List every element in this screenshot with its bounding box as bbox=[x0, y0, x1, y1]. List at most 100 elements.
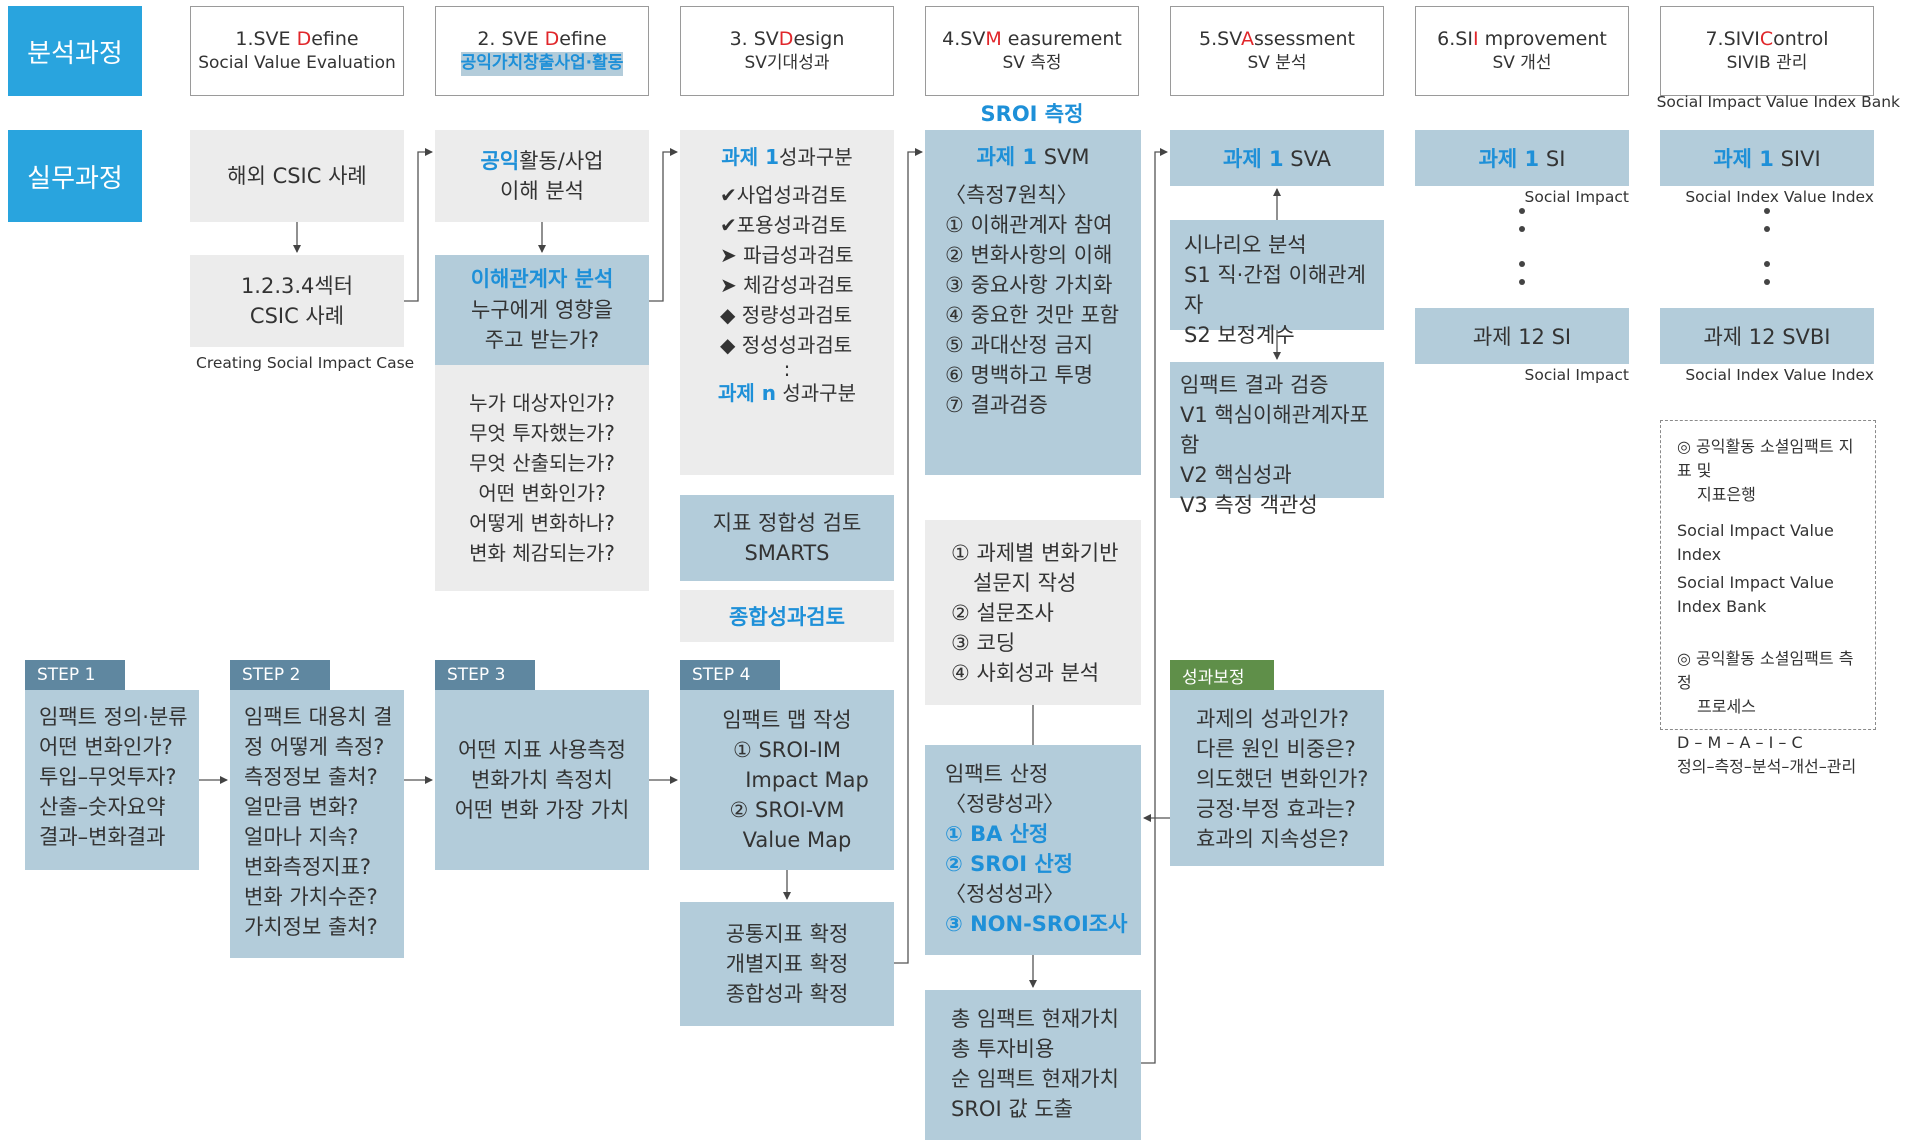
col3items-line: ➤ 파급성과검토 bbox=[720, 243, 854, 267]
col5-title-blue: 과제 1 bbox=[1223, 147, 1284, 171]
col2q-line: 변화 체감되는가? bbox=[469, 541, 615, 565]
col4p-line: 〈측정7원칙〉 bbox=[945, 183, 1078, 207]
col2-activity-blue: 공익 bbox=[480, 148, 520, 173]
header-title-post: ontrol bbox=[1773, 27, 1829, 50]
col6-top-note: Social Impact bbox=[1524, 188, 1630, 206]
col5-correction-line: 의도했던 변화인가? bbox=[1196, 767, 1369, 791]
col7-bottom-text: 과제 12 SVBI bbox=[1703, 325, 1831, 349]
header-title-post: efine bbox=[559, 27, 607, 50]
col6-top-rest: SI bbox=[1539, 147, 1566, 171]
header-title-highlight: C bbox=[1759, 27, 1774, 50]
col6-top-title: 과제 1 SI bbox=[1479, 143, 1566, 173]
header-title-post: esign bbox=[793, 27, 845, 50]
header-title-post: easurement bbox=[1001, 27, 1122, 50]
step1-line: 결과–변화결과 bbox=[39, 825, 166, 849]
arrow-col4-to-col5 bbox=[1141, 148, 1168, 1064]
step2-line: 정 어떻게 측정? bbox=[244, 735, 385, 759]
step1-line: 산출–숫자요약 bbox=[39, 795, 166, 819]
header-title: 1.SVE Define bbox=[235, 26, 358, 53]
header-title: 5.SVAssessment bbox=[1199, 26, 1355, 53]
col4-impact-line: 임팩트 산정 bbox=[945, 762, 1049, 786]
col3-confirm: 공통지표 확정 개별지표 확정 종합성과 확정 bbox=[680, 902, 894, 1026]
step2-line: 임팩트 대용치 결 bbox=[244, 705, 393, 729]
header-title-highlight: M bbox=[985, 27, 1002, 50]
col5-verify-line: V1 핵심이해관계자포함 bbox=[1180, 403, 1369, 457]
col1-note: Creating Social Impact Case bbox=[196, 354, 415, 372]
step2-line: 변화측정지표? bbox=[244, 855, 372, 879]
col4p-line: ⑥ 명백하고 투명 bbox=[945, 363, 1094, 387]
header-title-highlight: A bbox=[1241, 27, 1254, 50]
col4-svm-box: 과제 1 SVM 〈측정7원칙〉 ① 이해관계자 참여 ② 변화사항의 이해 ③ 중요… bbox=[925, 130, 1141, 475]
header-title-pre: 7.SIVI bbox=[1705, 27, 1760, 50]
col3-title-blue: 과제 1 bbox=[721, 145, 780, 169]
col4-impact-box: 임팩트 산정 〈정량성과〉 ① BA 산정 ② SROI 산정 〈정성성과〉 ③… bbox=[925, 745, 1141, 955]
header-title-post: ssessment bbox=[1254, 27, 1355, 50]
col6-top-blue: 과제 1 bbox=[1478, 147, 1540, 171]
col5-title: 과제 1 SVA bbox=[1223, 143, 1331, 173]
col2-activity-line1: 공익활동/사업 bbox=[481, 146, 604, 176]
header-title-pre: 1.SVE bbox=[235, 27, 297, 50]
arrow-col2-to-col3 bbox=[649, 148, 678, 302]
step3-line: 변화가치 측정치 bbox=[471, 768, 613, 792]
legend-line: Social Impact Value Index Bank bbox=[1677, 573, 1834, 616]
col4-survey-line: ③ 코딩 bbox=[951, 631, 1016, 655]
col6-bottom: 과제 12 SI bbox=[1415, 308, 1629, 364]
col4p-line: ③ 중요사항 가치화 bbox=[945, 273, 1113, 297]
header-title: 2. SVE Define bbox=[477, 26, 606, 53]
col4-impact-line: ③ NON-SROI조사 bbox=[945, 912, 1128, 936]
col3-smarts-line: 지표 정합성 검토 bbox=[712, 510, 862, 535]
col4-title-rest: SVM bbox=[1037, 145, 1090, 169]
col4-final-box: 총 임팩트 현재가치 총 투자비용 순 임팩트 현재가치 SROI 값 도출 bbox=[925, 990, 1141, 1140]
col2-stakeholder-title: 이해관계자 분석 bbox=[470, 267, 614, 292]
col2-activity-rest: 활동/사업 bbox=[519, 148, 604, 173]
header-title-highlight: D bbox=[544, 27, 560, 50]
legend-line: 지표은행 bbox=[1697, 485, 1756, 504]
col3-last-rest: 성과구분 bbox=[776, 381, 856, 405]
col3items-line: ◆ 정량성과검토 bbox=[720, 303, 853, 327]
legend-line: 정의–측정–분석–개선–관리 bbox=[1677, 757, 1857, 776]
col3-performance-box: 과제 1성과구분 ✔사업성과검토✔포용성과검토➤ 파급성과검토➤ 체감성과검토◆… bbox=[680, 130, 894, 475]
header-title-pre: 5.SV bbox=[1199, 27, 1241, 50]
sroi-label: SROI 측정 bbox=[980, 102, 1084, 126]
col5-sva-title: 과제 1 SVA bbox=[1170, 130, 1384, 186]
dot bbox=[1519, 261, 1525, 267]
header-subtitle: SV 분석 bbox=[1247, 53, 1307, 74]
step2-line: 가치정보 출처? bbox=[244, 915, 378, 939]
col2q-line: 무엇 투자했는가? bbox=[469, 421, 615, 445]
practice-row-label-text: 실무과정 bbox=[27, 163, 123, 194]
header-title-pre: 2. SVE bbox=[477, 27, 545, 50]
header-subtitle: SV 측정 bbox=[1002, 53, 1062, 74]
dot bbox=[1519, 226, 1525, 232]
col5-verify: 임팩트 결과 검증 V1 핵심이해관계자포함 V2 핵심성과 V3 측정 객관성 bbox=[1170, 362, 1384, 517]
header-title: 3. SVDesign bbox=[730, 26, 845, 53]
col3-map-line: 임팩트 맵 작성 bbox=[722, 708, 852, 732]
col3-impact-map: 임팩트 맵 작성 ① SROI-IM Impact Map ② SROI-VM … bbox=[680, 690, 894, 870]
header-title-pre: 4.SV bbox=[942, 27, 986, 50]
step1-tag: STEP 1 bbox=[25, 660, 125, 690]
arrow-col3-to-col4 bbox=[894, 148, 923, 964]
col4p-line: ① 이해관계자 참여 bbox=[945, 213, 1113, 237]
header-title-pre: 6.SI bbox=[1437, 27, 1473, 50]
legend-line: Social Impact Value Index bbox=[1677, 521, 1834, 564]
col1-sector-case: 1.2.3.4섹터 CSIC 사례 bbox=[190, 255, 404, 347]
col4p-line: ② 변화사항의 이해 bbox=[945, 243, 1113, 267]
col3-confirm-line: 종합성과 확정 bbox=[725, 982, 849, 1006]
col7-top-note: Social Index Value Index bbox=[1685, 188, 1874, 206]
analysis-row-label: 분석과정 bbox=[8, 6, 142, 96]
col4-title: 과제 1 SVM bbox=[945, 142, 1141, 172]
header-title-post: efine bbox=[311, 27, 359, 50]
step2-tag: STEP 2 bbox=[230, 660, 330, 690]
col5-scenario-line: S1 직·간접 이해관계자 bbox=[1184, 263, 1366, 317]
col7-top-rest: SIVI bbox=[1773, 147, 1821, 171]
col5-verify-line: V2 핵심성과 bbox=[1180, 463, 1292, 487]
header-subtitle: Social Value Evaluation bbox=[198, 53, 396, 74]
col6-bottom-note: Social Impact bbox=[1524, 366, 1630, 384]
step1-line: 어떤 변화인가? bbox=[39, 735, 173, 759]
col4-survey-line: ① 과제별 변화기반 bbox=[951, 541, 1119, 565]
col4-final-line: SROI 값 도출 bbox=[951, 1097, 1073, 1121]
